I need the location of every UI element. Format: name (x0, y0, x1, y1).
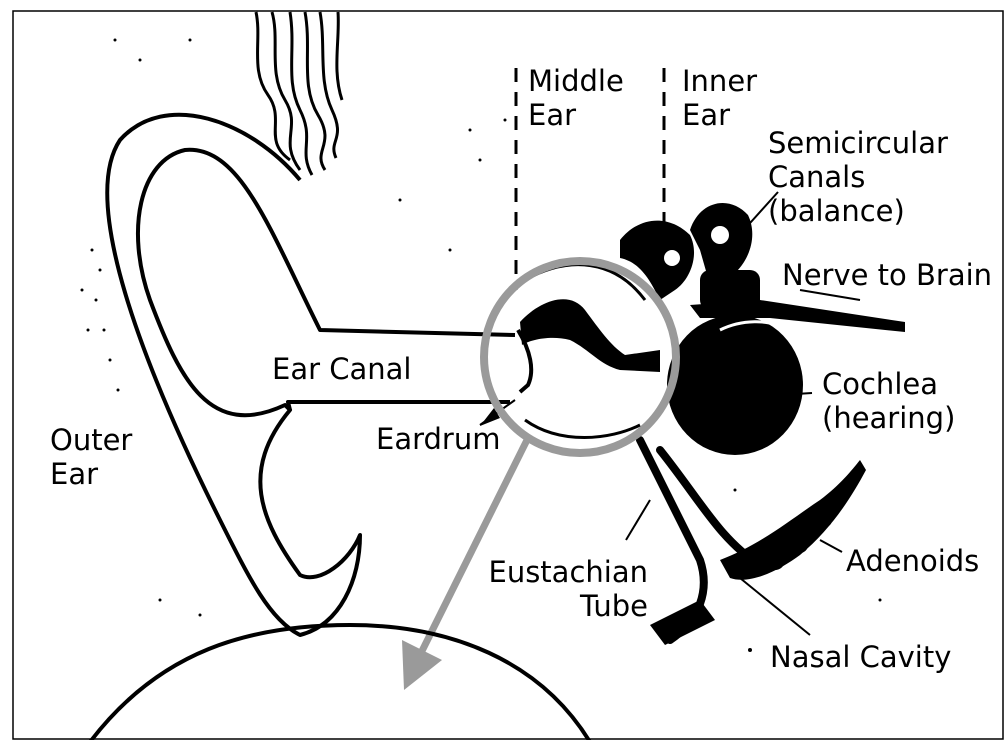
inner-ear-label: Inner Ear (682, 64, 762, 132)
semicircular-canals-label: Semicircular Canals (balance) (768, 126, 1004, 228)
outer-ear-label: Outer Ear (50, 423, 150, 491)
nerve-to-brain-label: Nerve to Brain (782, 258, 992, 292)
enlarged-view-circle (90, 625, 590, 740)
eustachian-tube-label: Eustachian Tube (488, 555, 648, 623)
cochlea-shape (667, 315, 803, 455)
eardrum-label: Eardrum (376, 422, 500, 456)
adenoids-label: Adenoids (846, 544, 979, 578)
adenoids-shape (720, 460, 866, 580)
ear-canal-label: Ear Canal (272, 352, 411, 386)
middle-ear-label: Middle Ear (528, 64, 638, 132)
middle-ear-structures (518, 265, 660, 438)
cochlea-label: Cochlea (hearing) (822, 367, 972, 435)
nasal-cavity-label: Nasal Cavity (770, 640, 951, 674)
